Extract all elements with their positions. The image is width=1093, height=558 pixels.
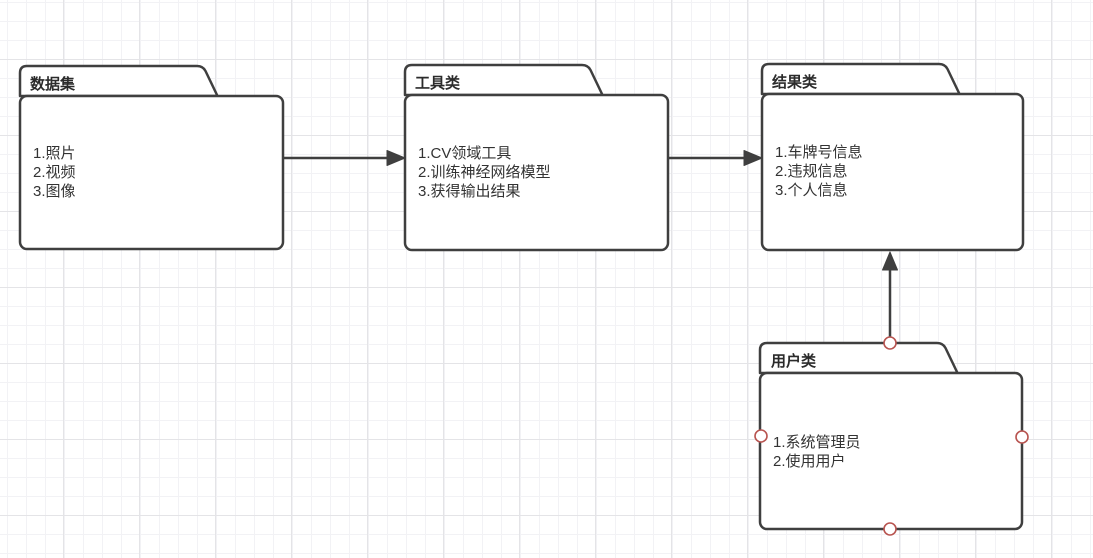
anchor-right-icon[interactable] (1015, 430, 1029, 444)
package-item: 3.获得输出结果 (418, 183, 521, 200)
package-users-tab[interactable] (758, 341, 959, 375)
package-dataset-title: 数据集 (30, 76, 76, 93)
package-item: 2.训练神经网络模型 (418, 164, 551, 181)
connector-dataset-to-tools[interactable] (283, 150, 406, 166)
package-item: 1.照片 (33, 145, 76, 162)
package-item: 3.个人信息 (775, 182, 848, 199)
package-tools-shape[interactable] (403, 63, 670, 252)
package-item: 2.使用用户 (773, 453, 846, 470)
package-results-shape[interactable] (760, 62, 1025, 252)
package-item: 1.车牌号信息 (775, 144, 863, 161)
package-dataset-tab[interactable] (18, 64, 219, 98)
package-dataset-body[interactable] (18, 94, 285, 251)
package-users-shape[interactable] (758, 341, 1024, 531)
package-tools-title: 工具类 (415, 75, 461, 92)
package-results-title: 结果类 (772, 74, 818, 91)
connector-tools-to-results[interactable] (668, 150, 763, 166)
arrowhead-right-icon (386, 150, 406, 166)
package-results-items: 1.车牌号信息 2.违规信息 3.个人信息 (775, 143, 863, 200)
package-item: 3.图像 (33, 183, 76, 200)
package-tools-body[interactable] (403, 93, 670, 252)
anchor-left-icon[interactable] (754, 429, 768, 443)
anchor-top-icon[interactable] (883, 336, 897, 350)
package-item: 1.CV领域工具 (418, 145, 512, 162)
package-item: 1.系统管理员 (773, 434, 861, 451)
selection-anchors-users (754, 336, 1029, 536)
package-results-tab[interactable] (760, 62, 961, 96)
arrowhead-up-icon (882, 251, 898, 271)
package-item: 2.视频 (33, 164, 76, 181)
package-tools-tab[interactable] (403, 63, 604, 97)
arrowhead-right-icon (743, 150, 763, 166)
package-dataset-items: 1.照片 2.视频 3.图像 (33, 144, 76, 201)
package-users-items: 1.系统管理员 2.使用用户 (773, 433, 861, 471)
package-dataset-shape[interactable] (18, 64, 285, 251)
anchor-bottom-icon[interactable] (883, 522, 897, 536)
package-tools-items: 1.CV领域工具 2.训练神经网络模型 3.获得输出结果 (418, 144, 551, 201)
package-results-body[interactable] (760, 92, 1025, 252)
package-item: 2.违规信息 (775, 163, 848, 180)
connector-users-to-results[interactable] (882, 251, 898, 341)
package-users-title: 用户类 (771, 353, 817, 370)
